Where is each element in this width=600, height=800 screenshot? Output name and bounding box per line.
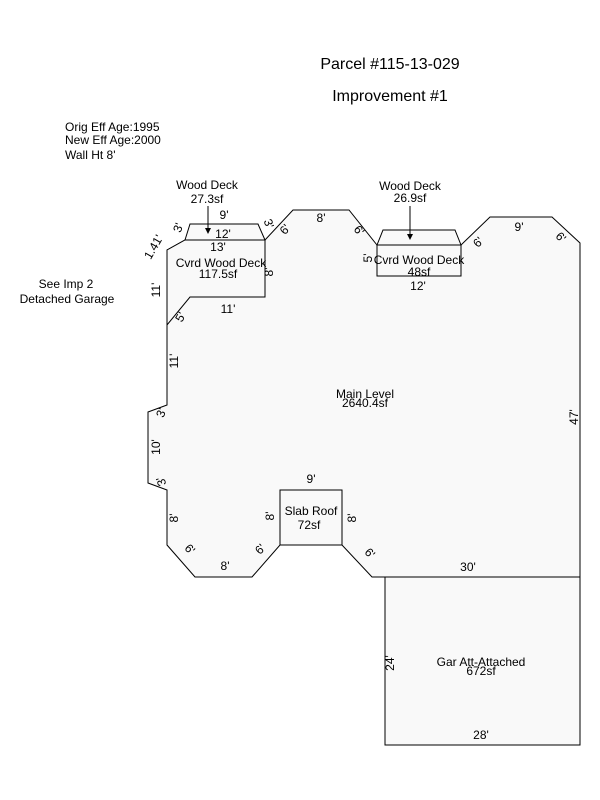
cvrd-deck-right-area: 48sf (408, 265, 431, 279)
parcel-title: Parcel #115-13-029 (320, 56, 460, 73)
see-imp-line2: Detached Garage (20, 292, 115, 306)
main-level-area: 2640.4sf (342, 396, 389, 410)
deck-right-outline (376, 229, 462, 246)
dim-label: 8' (345, 514, 359, 523)
dim-label: 24' (383, 655, 397, 671)
dim-label: 3' (170, 221, 186, 234)
cvrd-deck-left-label: Cvrd Wood Deck (176, 256, 267, 270)
dim-label: 11' (167, 354, 181, 369)
deck-left-arrowhead (205, 228, 211, 234)
dim-label: 8' (263, 512, 277, 521)
dim-label: 9' (220, 208, 229, 222)
dim-label: 28' (473, 728, 489, 742)
garage-area: 672sf (466, 664, 496, 678)
garage-outline (384, 576, 581, 746)
cvrd-deck-right-label: Cvrd Wood Deck (374, 253, 465, 267)
new-eff-age: New Eff Age:2000 (65, 133, 161, 147)
dim-label: 9' (307, 472, 316, 486)
garage-label: Gar Att-Attached (437, 655, 526, 669)
dim-label: 9' (515, 220, 524, 234)
main-level-label: Main Level (336, 387, 394, 401)
deck-right-label: Wood Deck (379, 179, 442, 193)
dim-label: 8' (262, 268, 276, 277)
orig-eff-age: Orig Eff Age:1995 (65, 120, 160, 134)
dim-label: 12' (215, 227, 231, 241)
dim-label: 10' (149, 439, 163, 455)
slab-roof-area: 72sf (298, 518, 321, 532)
slab-roof-outline (279, 489, 343, 546)
deck-right-area: 26.9sf (394, 191, 427, 205)
dim-label: 11' (149, 283, 163, 298)
dim-label: 30' (460, 560, 476, 574)
dim-label: 13' (210, 240, 226, 254)
wall-height: Wall Ht 8' (65, 148, 116, 162)
dim-label: 8' (167, 514, 181, 523)
dim-label: 8' (317, 211, 326, 225)
see-imp-line1: See Imp 2 (39, 277, 94, 291)
cvrd-deck-left-area: 117.5sf (199, 267, 238, 281)
dim-label: 12' (410, 279, 426, 293)
dim-label: 1.41' (141, 232, 166, 261)
dim-label: 8' (221, 559, 230, 573)
dim-label: 47' (567, 409, 581, 425)
slab-roof-label: Slab Roof (285, 504, 338, 518)
dim-label: 3' (261, 217, 277, 230)
deck-left-label: Wood Deck (176, 178, 239, 192)
deck-left-area: 27.3sf (191, 192, 224, 206)
dim-label: 11' (221, 302, 236, 316)
dim-label: 5' (361, 254, 375, 263)
deck-right-arrowhead (407, 234, 413, 240)
improvement-title: Improvement #1 (332, 88, 448, 105)
